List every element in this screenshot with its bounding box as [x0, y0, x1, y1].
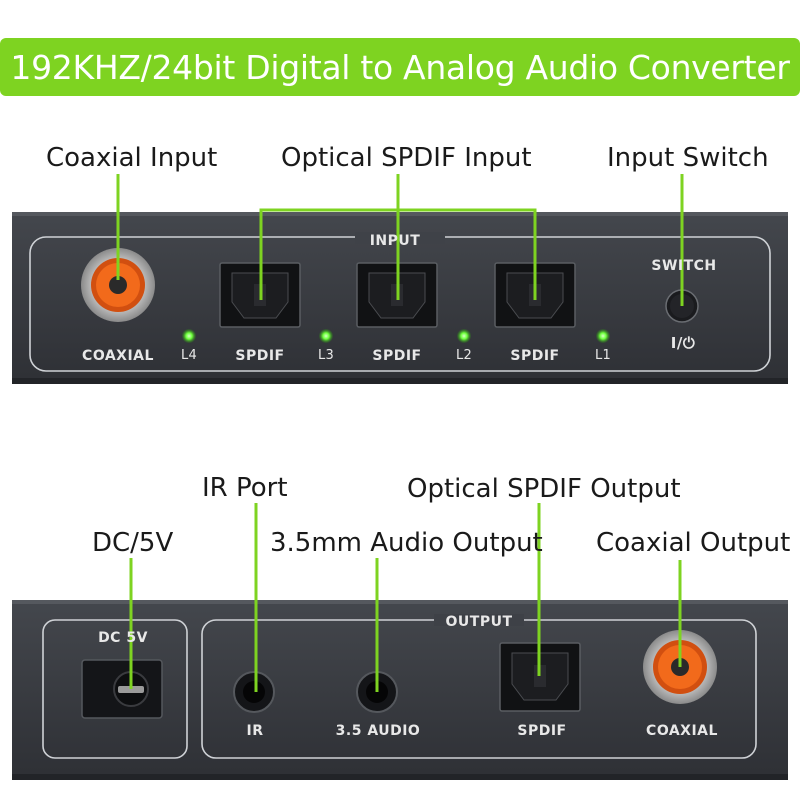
label-power: I/⏻ [670, 334, 696, 352]
led-l2-icon [457, 329, 471, 343]
optical-output-port[interactable] [499, 642, 581, 712]
front-panel [12, 212, 788, 384]
back-callout-lines [129, 503, 682, 692]
label-35-audio: 3.5 AUDIO [335, 723, 421, 739]
callout-ir-port: IR Port [202, 473, 288, 503]
callout-coaxial-output: Coaxial Output [596, 528, 791, 558]
back-panel [12, 600, 788, 780]
label-coaxial-back: COAXIAL [646, 723, 718, 739]
label-coaxial-front: COAXIAL [82, 348, 154, 364]
led-l4-icon [182, 329, 196, 343]
led-l3-icon [319, 329, 333, 343]
label-l4: L4 [180, 348, 198, 363]
label-spdif-out: SPDIF [517, 723, 567, 739]
label-l1: L1 [594, 348, 612, 363]
label-l2: L2 [455, 348, 473, 363]
label-input: INPUT [369, 233, 421, 249]
callout-dc-5v: DC/5V [92, 528, 174, 558]
title-banner: 192KHZ/24bit Digital to Analog Audio Con… [0, 38, 800, 96]
label-dc-5v: DC 5V [98, 630, 148, 646]
led-l1-icon [596, 329, 610, 343]
label-spdif-3: SPDIF [510, 348, 560, 364]
front-callout-lines [116, 174, 684, 306]
callout-coaxial-input: Coaxial Input [46, 143, 218, 173]
label-output: OUTPUT [445, 614, 513, 630]
callout-input-switch: Input Switch [607, 143, 769, 173]
callout-optical-spdif-output: Optical SPDIF Output [407, 474, 681, 504]
label-spdif-1: SPDIF [235, 348, 285, 364]
dc-power-jack[interactable] [81, 659, 163, 719]
label-spdif-2: SPDIF [372, 348, 422, 364]
callout-35mm-audio-output: 3.5mm Audio Output [270, 528, 543, 558]
label-l3: L3 [317, 348, 335, 363]
callout-optical-spdif-input: Optical SPDIF Input [281, 143, 532, 173]
label-switch: SWITCH [651, 258, 717, 274]
ir-port-jack[interactable] [233, 671, 275, 713]
label-ir: IR [246, 723, 264, 739]
coaxial-input-jack[interactable] [81, 248, 155, 322]
title: 192KHZ/24bit Digital to Analog Audio Con… [10, 47, 790, 87]
